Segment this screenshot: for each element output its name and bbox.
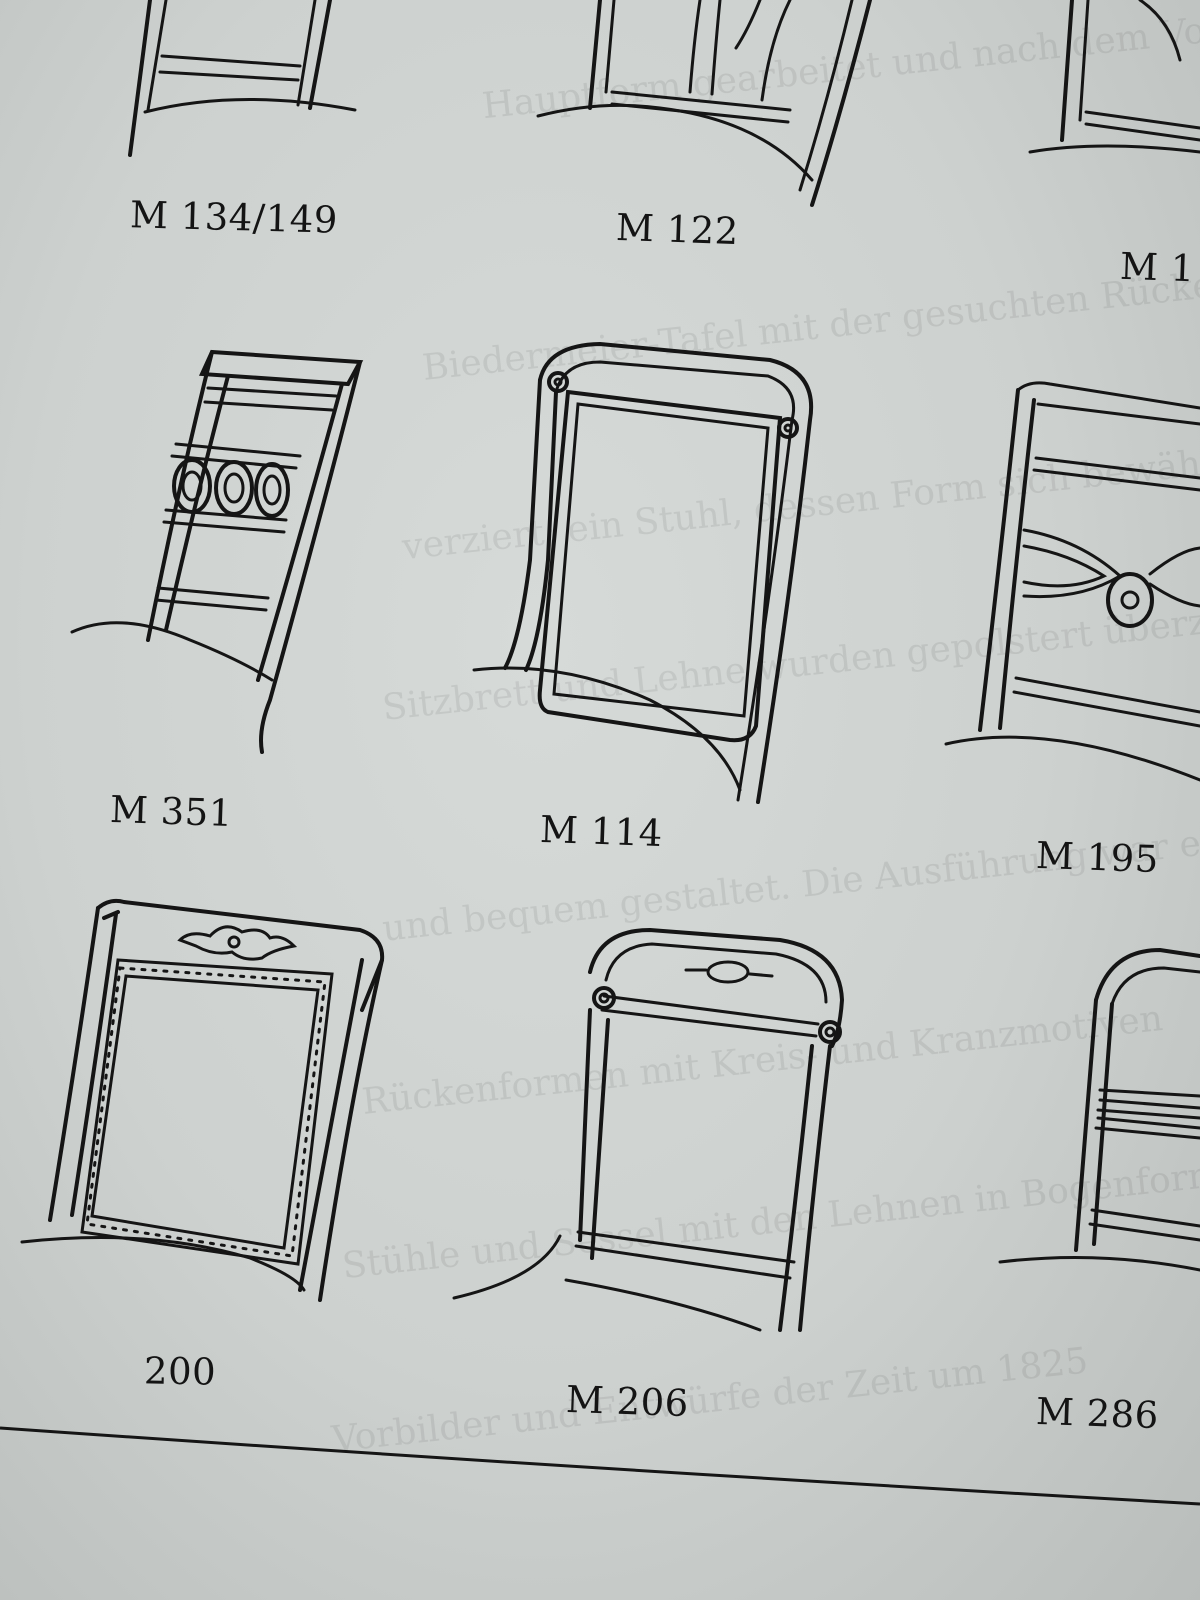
chair-m351-drawing (70, 349, 364, 754)
chair-m114-drawing (472, 341, 814, 804)
chair-200-panel-outer (80, 958, 334, 1266)
chair-m351-rail-a (203, 386, 338, 412)
chair-m1x-partial-drawing (1028, 0, 1200, 154)
chair-m206-seat (452, 1234, 762, 1332)
chair-m206-bottom-rail (574, 1230, 796, 1280)
chair-m206-drawing (452, 927, 845, 1332)
label-200: 200 (143, 1349, 217, 1394)
chair-m286-drawing (998, 947, 1200, 1272)
chair-m114-crest-outer (538, 341, 814, 804)
chair-m286-rail (1088, 1208, 1200, 1242)
chair-m134-149-rail (158, 54, 302, 82)
chair-m195-rail-bottom (1012, 676, 1200, 728)
chair-m114-panel-inner (552, 402, 770, 718)
chair-m122-splat (688, 0, 792, 102)
chair-m114-rosette-left (547, 371, 569, 393)
chair-m351-rail-d (154, 586, 270, 612)
chair-200-seat (20, 1236, 306, 1292)
page-bottom-rule (0, 1426, 1200, 1506)
chair-m206-crest-inner (604, 942, 828, 1004)
label-m122: M 122 (615, 205, 740, 254)
chair-m134-149-right-post (308, 0, 332, 110)
chair-m351-rosette-2 (214, 460, 254, 516)
chair-200-right-post (298, 958, 384, 1302)
chair-m114-panel-outer (537, 389, 783, 743)
chair-m114-left-post (503, 378, 558, 672)
chair-m134-149-left-post (128, 0, 152, 157)
label-m1x-partial: M 1 (1119, 244, 1196, 291)
chair-m206-crest-outer (588, 927, 845, 1048)
label-m286: M 286 (1035, 1389, 1160, 1438)
chair-m351-top-rail (198, 349, 364, 387)
chair-m286-seat (998, 1256, 1200, 1272)
chair-200-drawing (20, 898, 385, 1302)
chair-m206-medallion (706, 960, 750, 984)
chair-m286-arch-inner (1110, 966, 1200, 1006)
chair-m1x-left-post (1060, 0, 1074, 142)
label-m134-149: M 134/149 (129, 193, 339, 242)
chair-m1x-arch (1138, 0, 1182, 62)
chair-m122-drawing (536, 0, 872, 207)
chair-m351-rosette-3 (254, 462, 290, 518)
chair-m134-149-right-post-inner (296, 0, 317, 107)
chair-m351-seat (70, 621, 274, 682)
label-m206: M 206 (565, 1377, 690, 1426)
chair-m206-crest-lower (600, 994, 820, 1038)
chair-m286-fluted-band (1094, 1088, 1200, 1140)
chair-m134-149-seat (143, 97, 357, 114)
chair-m286-left-post (1074, 998, 1114, 1252)
chair-m195-top-edge (1016, 381, 1200, 426)
chair-m195-ornament (1022, 528, 1200, 608)
chair-m122-left-post (588, 0, 602, 110)
chair-m206-right-post (778, 1044, 832, 1332)
chair-m122-left-post-inner (604, 0, 616, 94)
chair-m122-right-post-inner (798, 0, 854, 192)
chair-m195-drawing (944, 381, 1200, 782)
label-m195: M 195 (1035, 833, 1160, 882)
chair-m351-rosette-1 (172, 458, 212, 514)
label-m114: M 114 (539, 807, 664, 856)
chair-m122-right-post (810, 0, 872, 207)
chair-m195-medallion (1106, 572, 1154, 628)
chair-m351-right-post (256, 360, 362, 754)
chair-m1x-left-post-inner (1078, 0, 1090, 122)
chair-m1x-rail (1084, 110, 1200, 142)
chair-200-crest-ornament (177, 925, 298, 961)
chair-m195-rail-top (1032, 456, 1200, 492)
chair-m134-149-left-post-inner (146, 0, 168, 112)
chair-m351-rail-b (170, 442, 302, 470)
chair-m206-rosette-left (592, 986, 616, 1010)
label-m351: M 351 (109, 787, 234, 836)
chair-m114-seat (472, 666, 742, 792)
chair-m134-149-drawing (128, 0, 357, 157)
chair-m206-rosette-right (818, 1020, 842, 1044)
chair-m122-seat (536, 103, 814, 182)
chair-m286-arch-outer (1094, 947, 1200, 1002)
chair-200-panel-inner (90, 974, 320, 1250)
chair-m195-left-post (978, 388, 1036, 732)
chair-200-left-post (48, 906, 118, 1222)
chair-m195-seat (944, 735, 1200, 782)
chair-m206-left-post (578, 1008, 610, 1260)
chair-m1x-seat (1028, 144, 1200, 154)
